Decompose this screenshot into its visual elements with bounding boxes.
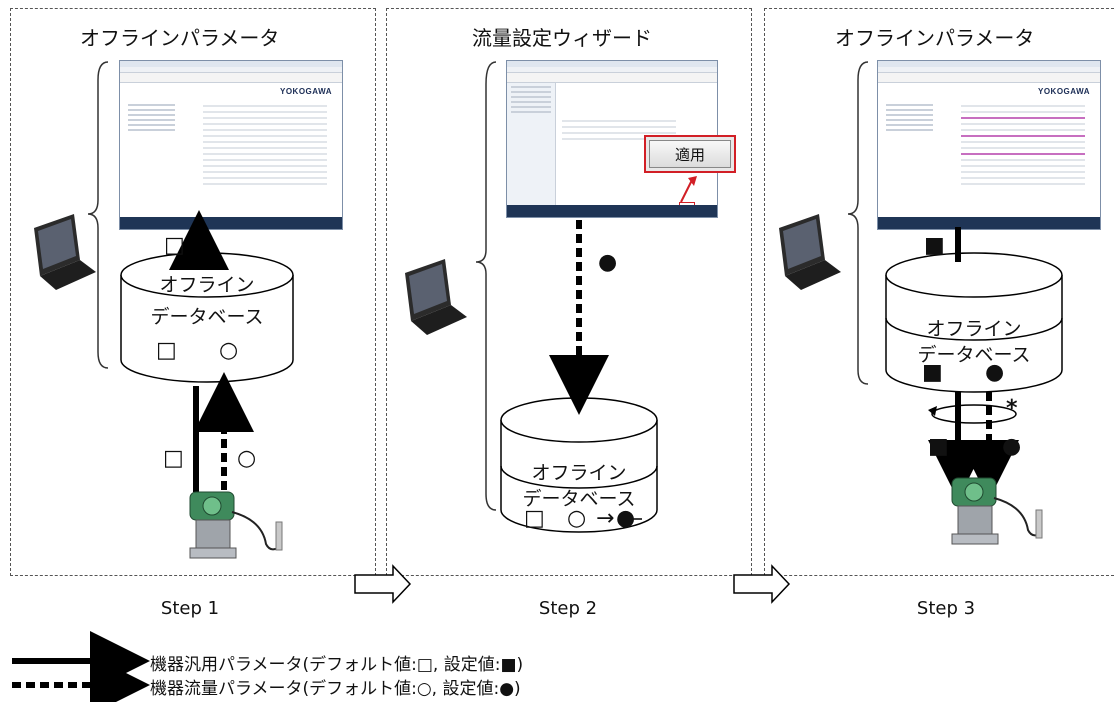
db-label-line1-step3: オフライン [926, 318, 1022, 340]
step-transition-arrow-1 [354, 564, 412, 604]
db-label-line2-step2: データベース [522, 488, 636, 510]
step1-label: Step 1 [160, 598, 220, 619]
db-label-line1-step2: オフライン [531, 462, 627, 484]
panel1-title: オフラインパラメータ [80, 26, 280, 50]
open-circle-symbol: ○ [567, 506, 587, 531]
legend-dashed-text: 機器流量パラメータ(デフォルト値:○, 設定値:●) [150, 679, 521, 699]
panel-step1 [10, 8, 376, 576]
rotation-ellipse [931, 404, 1017, 424]
apply-button: 適用 [649, 140, 731, 168]
filled-square-symbol: ■ [924, 233, 945, 258]
filled-square-symbol: ■ [928, 434, 949, 459]
brace-step2 [475, 61, 497, 511]
filled-circle-symbol: ● [985, 360, 1005, 385]
open-circle-symbol: ○ [219, 338, 239, 363]
open-circle-symbol: ○ [237, 446, 257, 471]
open-square-symbol: □ [156, 338, 177, 363]
db-label-line2-step3: データベース [917, 344, 1031, 366]
filled-circle-symbol: ● [616, 506, 636, 531]
filled-circle-symbol: ● [598, 250, 618, 275]
yokogawa-logo-step3: YOKOGAWA [1037, 87, 1090, 96]
yokogawa-logo: YOKOGAWA [279, 87, 332, 96]
laptop-icon-step2 [405, 259, 467, 335]
open-square-symbol: □ [163, 446, 184, 471]
legend-solid-text: 機器汎用パラメータ(デフォルト値:□, 設定値:■) [150, 655, 524, 675]
panel3-title: オフラインパラメータ [835, 26, 1035, 50]
brace-step3 [847, 61, 869, 385]
apply-button-callout: 適用 [644, 135, 736, 173]
filled-square-symbol: ■ [922, 360, 943, 385]
step-transition-arrow-2 [733, 564, 791, 604]
database-cylinder-step3 [885, 252, 1063, 393]
software-screenshot-step3: YOKOGAWA [877, 60, 1101, 230]
open-square-symbol: □ [164, 233, 185, 258]
open-square-symbol: □ [524, 506, 545, 531]
transmitter-device-step3 [951, 477, 1043, 545]
arrow-symbol: → [596, 506, 615, 531]
panel-step2 [386, 8, 752, 576]
asterisk-symbol: * [1006, 396, 1018, 421]
step3-label: Step 3 [916, 598, 976, 619]
transmitter-device-step1 [189, 491, 283, 559]
red-pointer-arrow [680, 179, 693, 203]
software-screenshot-step2 [506, 60, 718, 218]
db-label-line2-step1: データベース [150, 306, 264, 328]
db-label-line1-step1: オフライン [159, 274, 255, 296]
step2-label: Step 2 [538, 598, 598, 619]
panel-step3 [764, 8, 1114, 576]
database-cylinder-step1 [120, 252, 294, 383]
filled-circle-symbol: ● [1002, 434, 1022, 459]
laptop-icon-step1 [34, 214, 96, 290]
panel2-title: 流量設定ウィザード [472, 26, 652, 50]
brace-step1 [87, 61, 109, 369]
laptop-icon-step3 [779, 214, 841, 290]
software-screenshot-step1: YOKOGAWA [119, 60, 343, 230]
